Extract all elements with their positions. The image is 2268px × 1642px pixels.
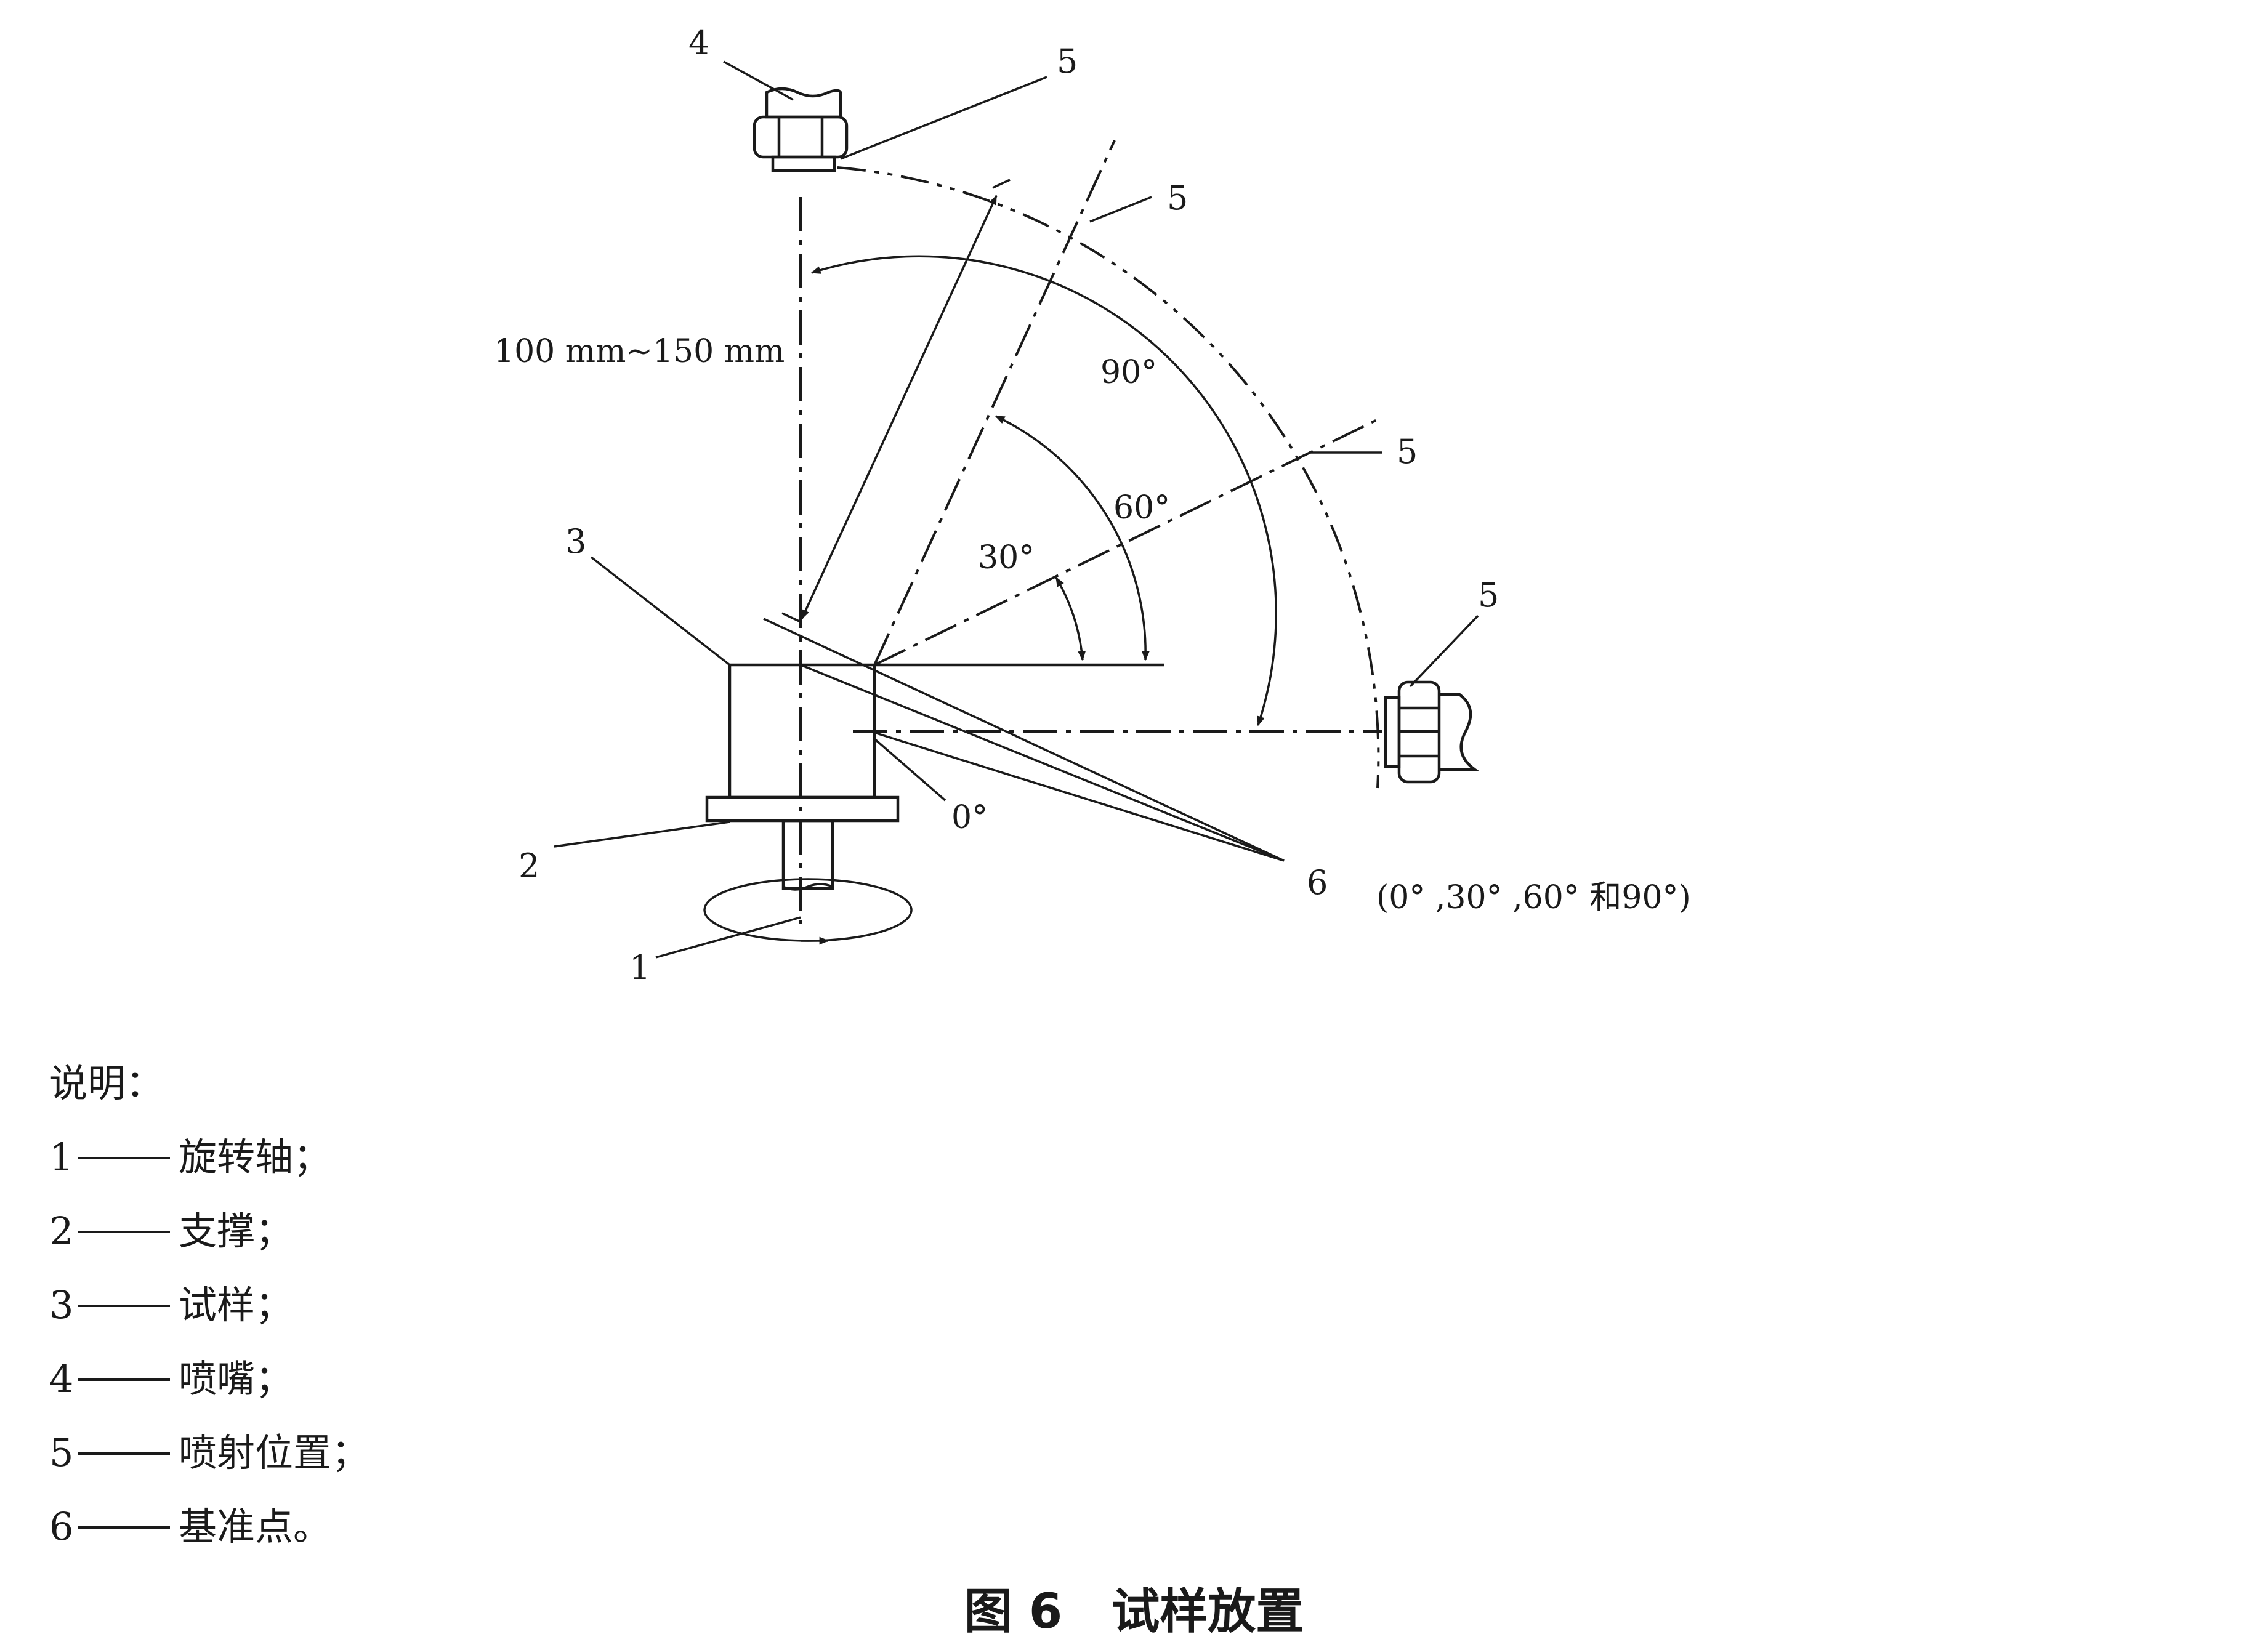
legend-dash bbox=[78, 1304, 170, 1307]
legend-item-number: 5 bbox=[49, 1430, 74, 1475]
angle-label-0: 0° bbox=[951, 799, 988, 836]
angle-arc-60 bbox=[995, 415, 1150, 661]
legend: 说明： 1 旋转轴； 2 支撑； 3 试样； 4 喷嘴； 5 喷射位置； 6 基准点。 bbox=[49, 1047, 973, 1564]
rotation-shaft bbox=[781, 819, 834, 890]
legend-item-text: 基准点。 bbox=[179, 1504, 332, 1549]
legend-item-number: 6 bbox=[49, 1504, 74, 1549]
legend-item: 4 喷嘴； bbox=[49, 1342, 973, 1416]
nozzle-top bbox=[753, 87, 849, 172]
legend-dash bbox=[78, 1230, 170, 1233]
callout-4: 4 bbox=[688, 23, 709, 62]
callout-3: 3 bbox=[565, 522, 586, 561]
specimen bbox=[728, 663, 876, 799]
legend-item: 5 喷射位置； bbox=[49, 1416, 973, 1490]
legend-item-text: 喷嘴； bbox=[179, 1356, 294, 1401]
angle-label-60: 60° bbox=[1113, 489, 1170, 526]
angle-arc-90 bbox=[810, 255, 1277, 726]
support-plate bbox=[705, 795, 900, 823]
legend-item-text: 喷射位置； bbox=[179, 1430, 370, 1475]
legend-item-number: 2 bbox=[49, 1209, 74, 1254]
legend-item-text: 支撑； bbox=[179, 1209, 294, 1254]
legend-item-number: 1 bbox=[49, 1135, 74, 1180]
callout-5-side: 5 bbox=[1478, 576, 1499, 614]
callout-5-30: 5 bbox=[1397, 432, 1418, 471]
legend-item: 2 支撑； bbox=[49, 1194, 973, 1268]
legend-item-number: 3 bbox=[49, 1282, 74, 1327]
figure-number: 图 6 bbox=[964, 1584, 1063, 1640]
callout-5-top: 5 bbox=[1057, 42, 1078, 81]
angle-arc-30 bbox=[1055, 576, 1086, 661]
reference-note: (0° ,30° ,60° 和90°) bbox=[1376, 879, 1691, 916]
surface-line bbox=[763, 618, 1285, 862]
figure-title: 试样放置 bbox=[1112, 1584, 1304, 1640]
legend-item-text: 试样； bbox=[179, 1282, 294, 1327]
legend-title: 说明： bbox=[49, 1061, 164, 1106]
legend-dash bbox=[78, 1156, 170, 1159]
callout-5-60: 5 bbox=[1167, 179, 1188, 217]
distance-label: 100 mm~150 mm bbox=[494, 333, 785, 370]
legend-dash bbox=[78, 1452, 170, 1455]
spray-line-30 bbox=[874, 417, 1380, 666]
angle-label-90: 90° bbox=[1100, 354, 1157, 391]
spray-arc bbox=[837, 166, 1380, 789]
callout-2: 2 bbox=[519, 847, 539, 885]
nozzle-side bbox=[1384, 680, 1480, 784]
callout-1: 1 bbox=[629, 948, 650, 987]
figure-caption: 图 6 试样放置 bbox=[0, 1573, 2268, 1642]
legend-dash bbox=[78, 1526, 170, 1529]
legend-item: 6 基准点。 bbox=[49, 1490, 973, 1564]
callout-6: 6 bbox=[1307, 863, 1328, 902]
legend-item-number: 4 bbox=[49, 1356, 74, 1401]
angle-label-30: 30° bbox=[978, 539, 1035, 576]
legend-item: 1 旋转轴； bbox=[49, 1121, 973, 1194]
legend-dash bbox=[78, 1378, 170, 1381]
legend-item-text: 旋转轴； bbox=[179, 1135, 332, 1180]
spray-line-60 bbox=[873, 140, 1116, 666]
legend-item: 3 试样； bbox=[49, 1268, 973, 1342]
